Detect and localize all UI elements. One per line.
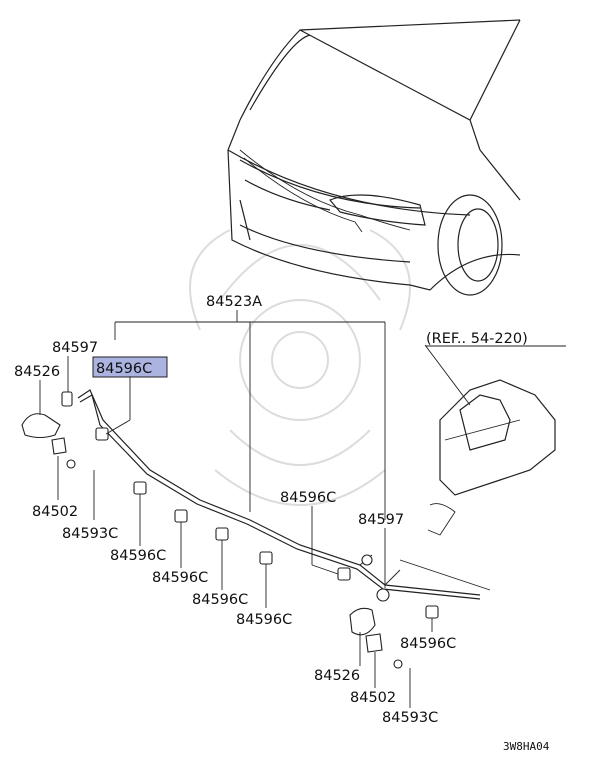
- joint-fitting-shape: [361, 554, 373, 566]
- label-clip-right-joint[interactable]: 84597: [358, 512, 404, 528]
- figure-code: 3W8HA04: [503, 740, 550, 753]
- label-clip-right-lower[interactable]: 84596C: [400, 636, 456, 652]
- watermark-emblem: [189, 229, 411, 506]
- nut-left-shape: [66, 459, 76, 469]
- nut-right-shape: [393, 659, 403, 669]
- clip-right-lower-shape: [425, 605, 439, 619]
- label-leaders: [39, 356, 433, 708]
- vehicle-front-illustration: [227, 19, 521, 296]
- bracket-right-shape: [365, 633, 383, 653]
- label-clip-3[interactable]: 84596C: [192, 592, 248, 608]
- label-clip-4[interactable]: 84596C: [236, 612, 292, 628]
- ref-note: (REF.. 54-220): [426, 331, 528, 347]
- clip-shape-top: [95, 427, 109, 441]
- label-bracket-left[interactable]: 84502: [32, 504, 78, 520]
- label-clip-right-upper[interactable]: 84596C: [280, 490, 336, 506]
- label-clip-left-top[interactable]: 84597: [52, 340, 98, 356]
- label-bracket-right[interactable]: 84502: [350, 690, 396, 706]
- nozzle-right-shape: [349, 607, 376, 636]
- label-highlighted-part[interactable]: 84596C: [96, 361, 152, 377]
- clip-shape-3: [215, 527, 229, 541]
- clip-left-top-shape: [61, 391, 73, 407]
- clip-shape-4: [259, 551, 273, 565]
- label-clip-1[interactable]: 84596C: [110, 548, 166, 564]
- bracket-left-shape: [51, 437, 67, 455]
- clip-shape-2: [174, 509, 188, 523]
- assembly-leader-lines: [114, 310, 386, 520]
- clip-shape-5: [337, 567, 351, 581]
- clip-right-joint-shape: [376, 588, 390, 602]
- highlight-box: [92, 356, 168, 378]
- label-nozzle-left[interactable]: 84526: [14, 364, 60, 380]
- part-labels: 84523A 84597 84596C 84526 84502 84593C 8…: [14, 294, 566, 753]
- label-clip-2[interactable]: 84596C: [152, 570, 208, 586]
- nozzle-left-shape: [21, 413, 61, 439]
- label-nut-left[interactable]: 84593C: [62, 526, 118, 542]
- label-assembly[interactable]: 84523A: [206, 294, 262, 310]
- label-nut-right[interactable]: 84593C: [382, 710, 438, 726]
- clip-shape-1: [133, 481, 147, 495]
- washer-tank-illustration: [399, 344, 556, 591]
- parts: [21, 391, 439, 669]
- label-nozzle-right[interactable]: 84526: [314, 668, 360, 684]
